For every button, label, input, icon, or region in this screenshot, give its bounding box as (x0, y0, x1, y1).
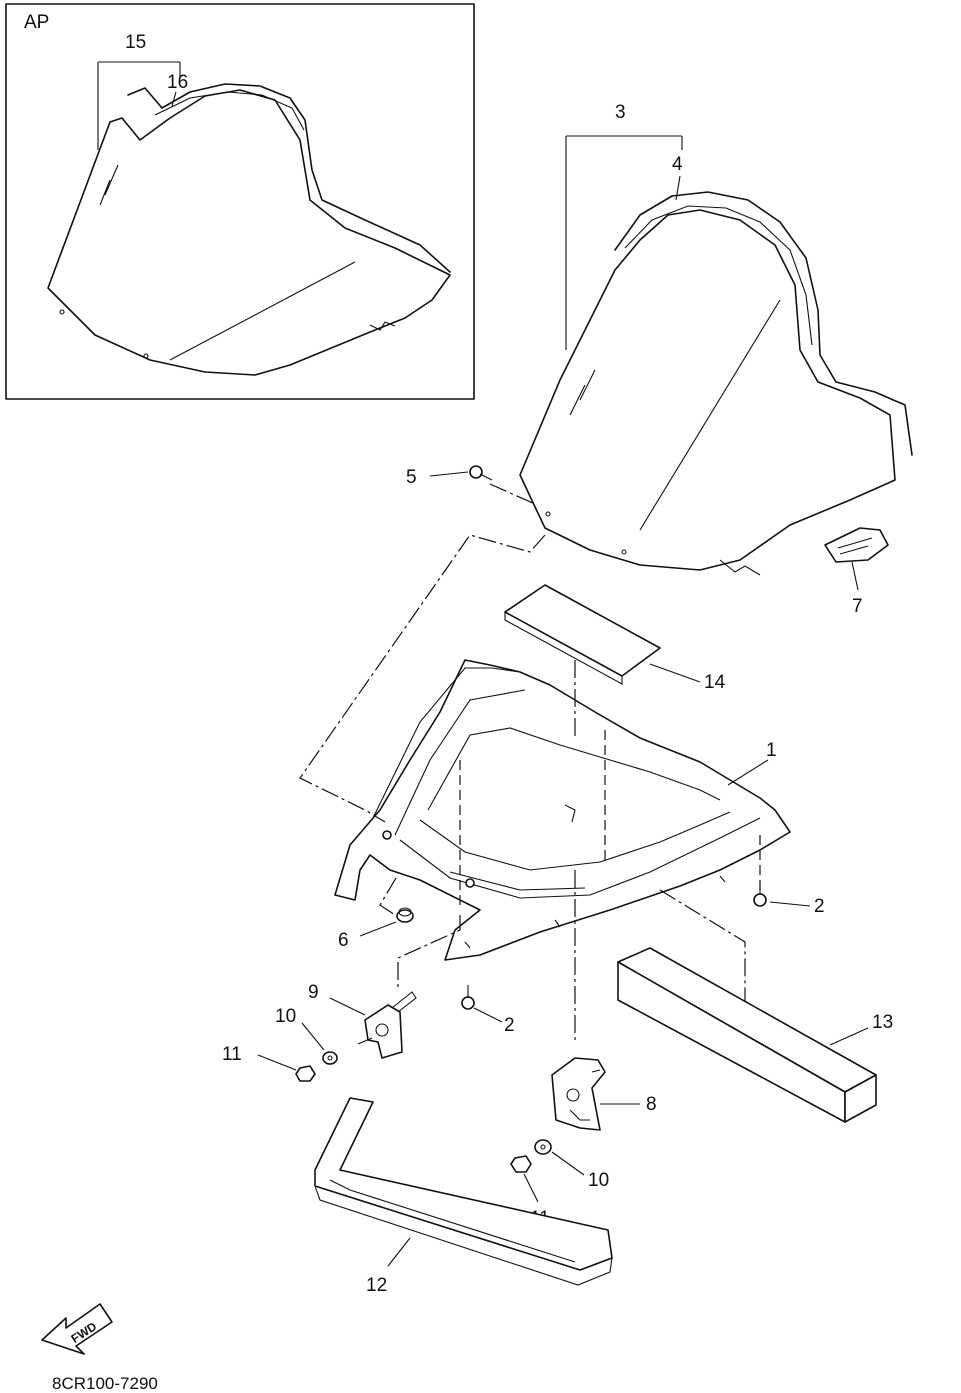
callout-13: 13 (872, 1012, 893, 1033)
ref-line-6 (379, 877, 397, 916)
drawing-code: 8CR100-7290 (52, 1374, 158, 1393)
fwd-direction-arrow: FWD (41, 1303, 113, 1355)
screw-part-2-center: 2 (461, 985, 515, 1036)
callout-9: 9 (308, 982, 319, 1003)
callout-14: 14 (704, 672, 726, 693)
ref-line-left (299, 534, 546, 823)
inset-frame (5, 3, 475, 400)
screw-part-5: 5 (406, 465, 536, 505)
callout-4: 4 (672, 154, 683, 175)
inset-ap: AP 15 16 (5, 3, 475, 400)
inset-windshield (47, 83, 451, 376)
screw-part-2-right: 2 (753, 885, 825, 917)
callout-3: 3 (615, 102, 626, 123)
callout-10-right: 10 (588, 1170, 609, 1191)
callout-11-left: 11 (222, 1044, 242, 1065)
bracket-part-9: 9 (308, 982, 417, 1059)
callout-2-right: 2 (814, 896, 825, 917)
callout-2-center: 2 (504, 1015, 515, 1036)
nut-part-11-left: 11 (222, 1044, 316, 1082)
callout-16: 16 (167, 72, 188, 93)
callout-5: 5 (406, 467, 417, 488)
washer-part-10-right: 10 (534, 1139, 609, 1191)
callout-6: 6 (338, 930, 349, 951)
pad-part-14: 14 (504, 584, 726, 693)
washer-part-10-left: 10 (275, 1006, 338, 1065)
ref-line-9 (397, 915, 461, 990)
callout-7: 7 (852, 596, 863, 617)
clip-part-7: 7 (824, 527, 889, 617)
cowling-part-1: 1 (334, 659, 791, 961)
grommet-part-6: 6 (338, 907, 414, 951)
pad-part-13: 13 (617, 947, 893, 1123)
inset-label: AP (24, 12, 49, 33)
callout-8: 8 (646, 1094, 657, 1115)
windshield-assembly: 3 4 (519, 102, 913, 576)
ref-line-pad-13 (659, 889, 746, 1020)
callout-12: 12 (366, 1275, 387, 1296)
pad-part-12: 12 (314, 1097, 613, 1296)
callout-10-left: 10 (275, 1006, 296, 1027)
bracket-part-8: 8 (551, 1057, 657, 1131)
callout-15: 15 (125, 32, 146, 53)
callout-1: 1 (766, 740, 777, 761)
